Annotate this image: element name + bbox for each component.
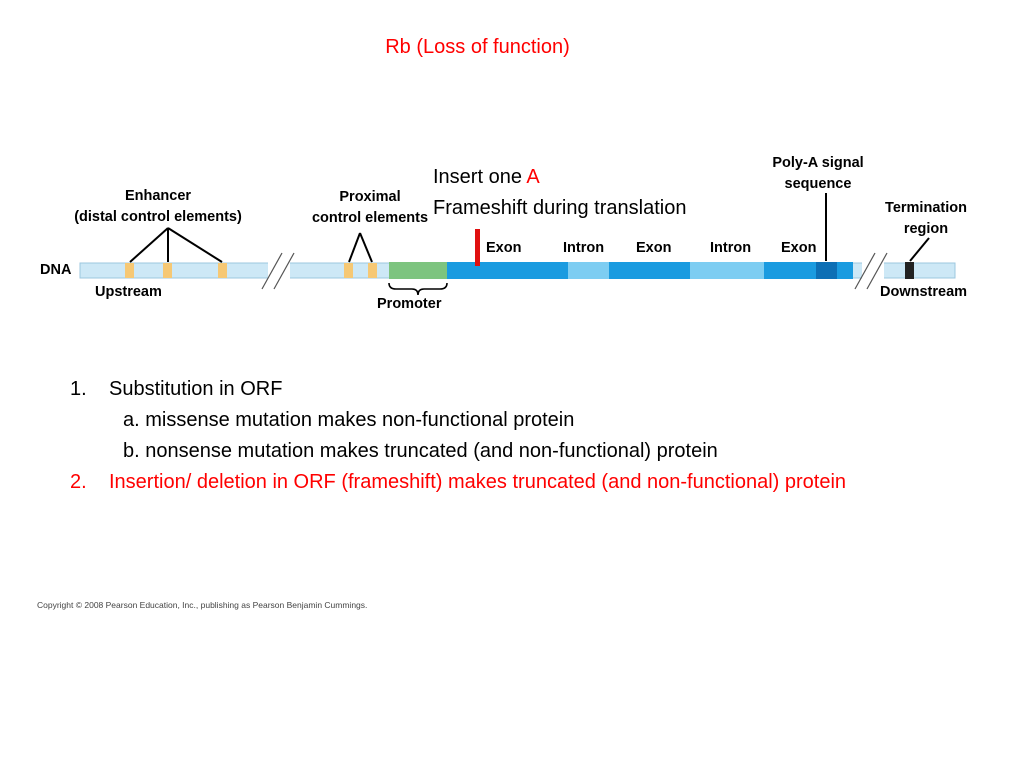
- enhancer-element-2: [163, 263, 172, 278]
- list-text-2: Insertion/ deletion in ORF (frameshift) …: [109, 471, 847, 493]
- segment-label-intron-2: Intron: [710, 240, 752, 256]
- slide-title: Rb (Loss of function): [385, 36, 570, 58]
- break-slash-3: [854, 252, 876, 290]
- termination-block: [905, 262, 914, 279]
- termination-label: Termination region: [870, 198, 982, 240]
- segment-label-exon-2: Exon: [636, 240, 672, 256]
- insertion-note-line1: Insert one A: [433, 162, 686, 193]
- enhancer-label: Enhancer (distal control elements): [58, 186, 258, 228]
- proximal-element-2: [368, 263, 377, 278]
- exon-1: [447, 262, 568, 279]
- intron-1: [568, 262, 609, 279]
- exon-3-tail: [837, 262, 853, 279]
- exon-2: [609, 262, 690, 279]
- termination-pointer: [909, 237, 930, 262]
- proximal-element-1: [344, 263, 353, 278]
- polya-label-line1: Poly-A signal: [772, 155, 864, 171]
- insertion-note-line2: Frameshift during translation: [433, 197, 687, 219]
- termination-label-line1: Termination: [885, 200, 967, 216]
- proximal-pointer-1: [348, 232, 361, 263]
- dna-break-left: [268, 258, 290, 283]
- polya-label-line2: sequence: [784, 176, 852, 192]
- polya-label: Poly-A signal sequence: [758, 153, 878, 195]
- proximal-label-line2: control elements: [311, 210, 429, 226]
- termination-label-line2: region: [903, 221, 949, 237]
- segment-label-exon-1: Exon: [486, 240, 522, 256]
- insertion-note-prefix: Insert one: [433, 166, 527, 188]
- list-number-2: 2.: [70, 471, 87, 493]
- segment-label-exon-3: Exon: [781, 240, 817, 256]
- break-slash-4: [866, 252, 888, 290]
- promoter-label: Promoter: [377, 296, 442, 312]
- copyright-notice: Copyright © 2008 Pearson Education, Inc.…: [37, 600, 368, 610]
- list-subitem-b: b. nonsense mutation makes truncated (an…: [123, 440, 718, 462]
- list-text-1: Substitution in ORF: [109, 378, 283, 400]
- break-slash-2: [273, 252, 295, 290]
- enhancer-pointer-1: [129, 227, 169, 263]
- polya-signal-block: [816, 262, 837, 279]
- enhancer-element-1: [125, 263, 134, 278]
- promoter-brace: [388, 282, 448, 296]
- exon-3: [764, 262, 816, 279]
- proximal-pointer-2: [359, 232, 373, 263]
- insertion-note: Insert one A Frameshift during translati…: [433, 162, 686, 224]
- intron-2: [690, 262, 764, 279]
- dna-label: DNA: [40, 262, 72, 278]
- break-slash-1: [261, 252, 283, 290]
- insertion-mark: [475, 229, 480, 266]
- list-subitem-a: a. missense mutation makes non-functiona…: [123, 409, 575, 431]
- promoter-region: [389, 262, 447, 279]
- proximal-label-line1: Proximal: [339, 189, 401, 205]
- dna-break-right: [862, 258, 884, 283]
- upstream-label: Upstream: [95, 284, 162, 300]
- downstream-label: Downstream: [880, 284, 968, 300]
- enhancer-pointer-3: [167, 227, 223, 263]
- segment-label-intron-1: Intron: [563, 240, 605, 256]
- enhancer-label-line1: Enhancer: [124, 188, 192, 204]
- enhancer-label-line2: (distal control elements): [74, 209, 242, 225]
- proximal-label: Proximal control elements: [300, 187, 440, 229]
- inserted-base: A: [526, 166, 540, 188]
- list-number-1: 1.: [70, 378, 87, 400]
- enhancer-element-3: [218, 263, 227, 278]
